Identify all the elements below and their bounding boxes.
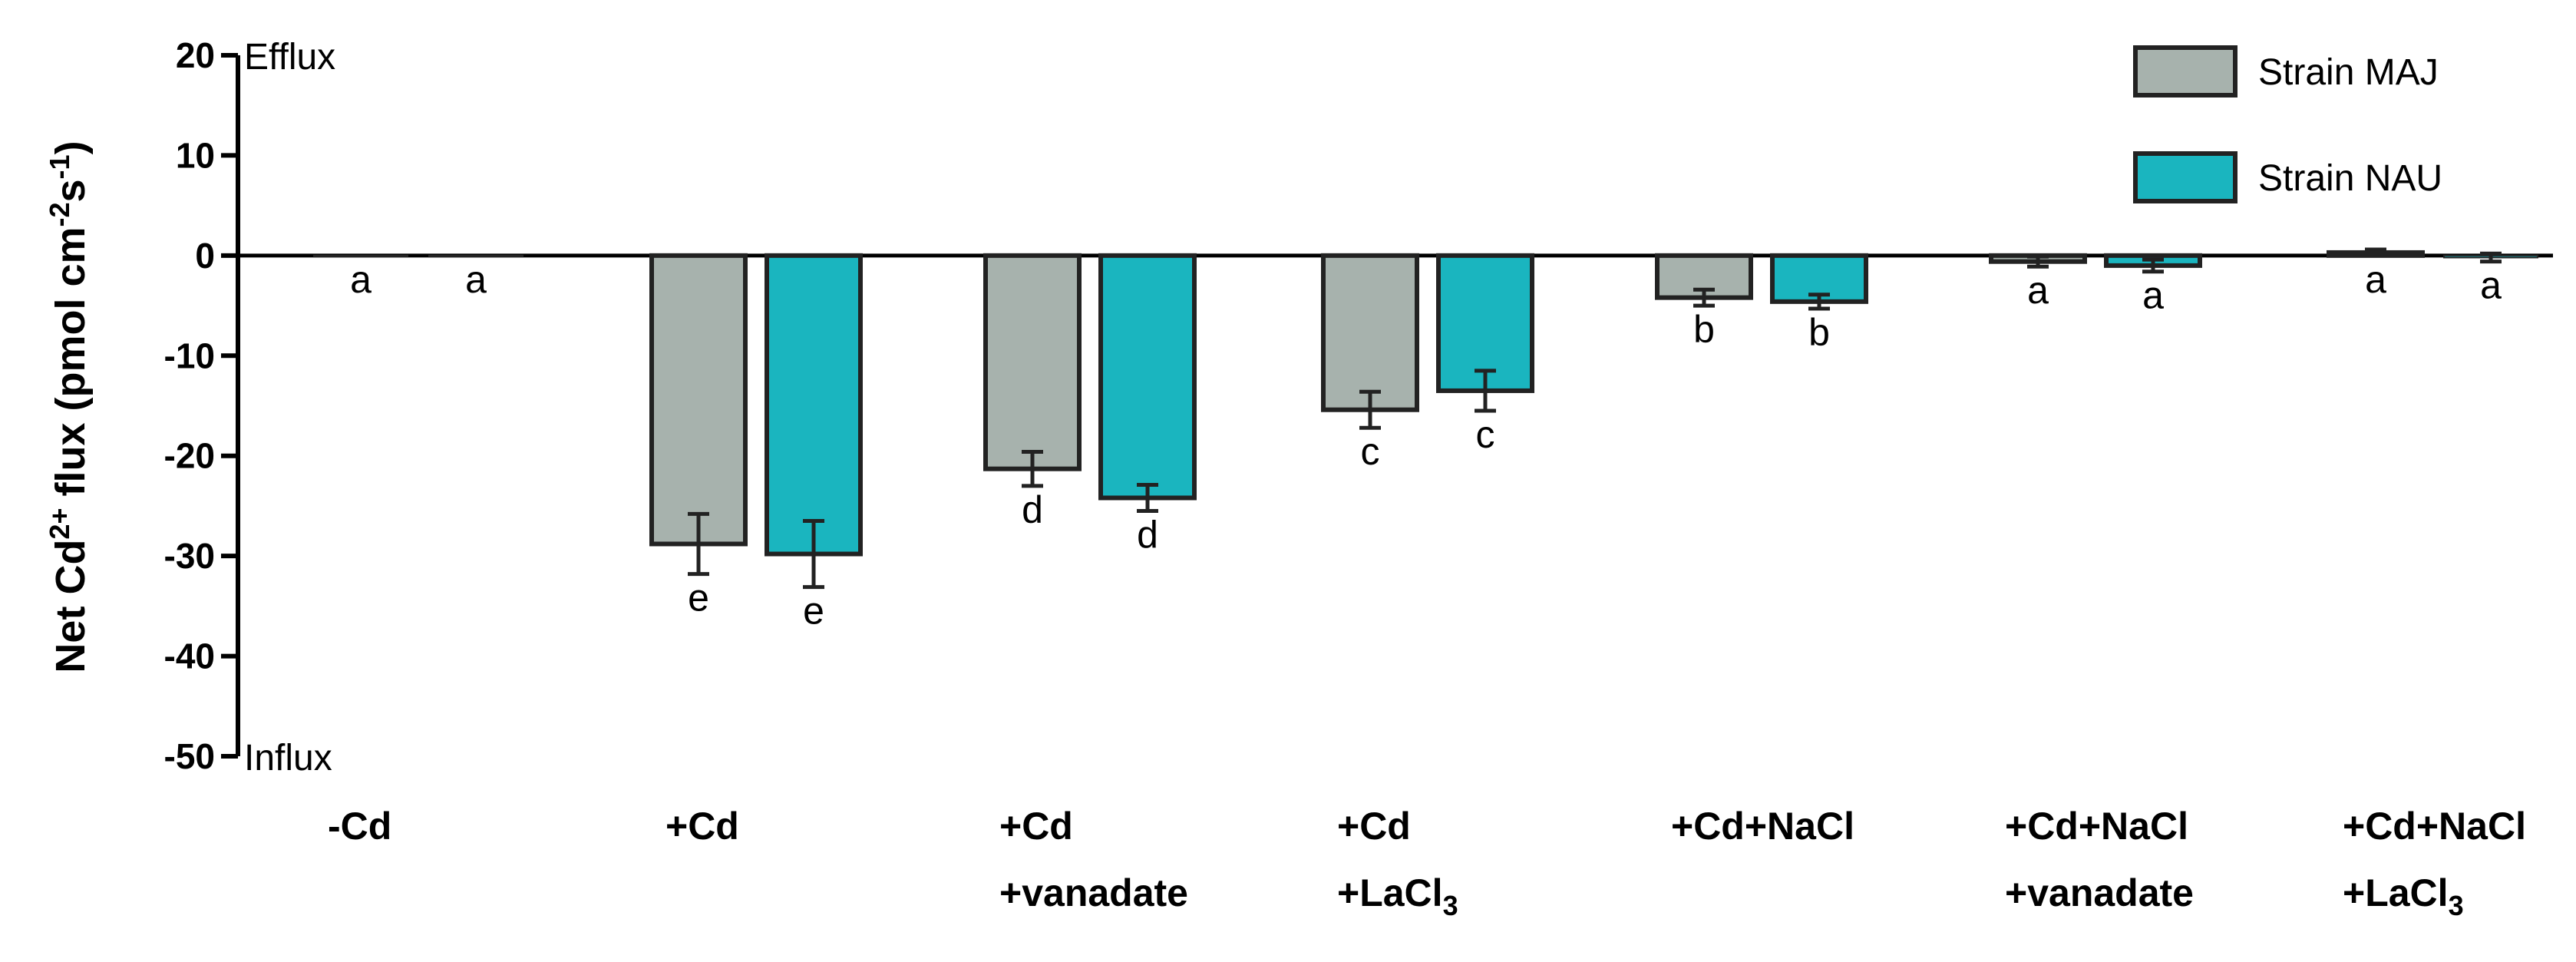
legend-swatch <box>2133 151 2237 203</box>
y-tick-label: 0 <box>195 236 215 276</box>
y-tick-label: -20 <box>164 436 215 476</box>
y-tick-label: -10 <box>164 336 215 375</box>
influx-label: Influx <box>244 738 332 779</box>
significance-labels: a e d c b a a a e d c b a a <box>350 258 2502 633</box>
significance-letter: c <box>1361 430 1380 473</box>
significance-letter: c <box>1476 413 1495 456</box>
y-tick-label: -30 <box>164 536 215 576</box>
y-tick-label: 20 <box>176 35 215 75</box>
significance-letter: a <box>465 258 487 301</box>
category-label: +Cd+NaCl <box>2343 805 2526 848</box>
significance-letter: d <box>1022 488 1043 531</box>
category-label: +Cd+NaCl <box>1671 805 1854 848</box>
category-label: +vanadate <box>2005 871 2194 914</box>
category-label: +Cd <box>665 805 739 848</box>
category-labels: -Cd +Cd +Cd +vanadate +Cd +LaCl3 +Cd+NaCl +Cd+N… <box>328 805 2526 921</box>
significance-letter: a <box>350 258 372 301</box>
significance-letter: a <box>2142 274 2164 317</box>
significance-letter: a <box>2365 258 2386 301</box>
legend-label: Strain MAJ <box>2258 52 2439 93</box>
y-tick-label: 10 <box>176 135 215 175</box>
bar <box>1321 253 1419 412</box>
efflux-label: Efflux <box>244 37 335 78</box>
bar <box>765 253 863 557</box>
category-label: +Cd <box>999 805 1073 848</box>
category-label: +Cd <box>1337 805 1411 848</box>
significance-letter: d <box>1137 513 1158 556</box>
bar <box>983 253 1082 471</box>
y-tick-label: -50 <box>164 736 215 776</box>
y-axis-title-text: Net Cd2+ flux (pmol cm-2s-1) <box>44 140 94 673</box>
category-label: +LaCl3 <box>2343 871 2464 921</box>
bar <box>428 254 523 258</box>
significance-letter: a <box>2480 264 2502 307</box>
legend-swatch <box>2133 45 2237 98</box>
significance-letter: e <box>688 577 709 620</box>
category-label: +Cd+NaCl <box>2005 805 2188 848</box>
bar <box>1098 253 1197 501</box>
bar <box>313 254 408 258</box>
significance-letter: a <box>2027 269 2049 312</box>
y-axis-title: Net Cd2+ flux (pmol cm-2s-1) <box>44 140 94 673</box>
significance-letter: b <box>1808 311 1830 354</box>
significance-letter: e <box>803 590 824 633</box>
category-label: -Cd <box>328 805 391 848</box>
bars <box>313 247 2538 590</box>
y-tick-label: -40 <box>164 636 215 676</box>
category-label: +LaCl3 <box>1337 871 1458 921</box>
bar <box>649 253 748 547</box>
significance-letter: b <box>1693 308 1715 351</box>
legend-label: Strain NAU <box>2258 158 2442 199</box>
category-label: +vanadate <box>999 871 1188 914</box>
bar <box>1436 253 1534 393</box>
legend[interactable]: Strain MAJ Strain NAU <box>2133 45 2442 203</box>
